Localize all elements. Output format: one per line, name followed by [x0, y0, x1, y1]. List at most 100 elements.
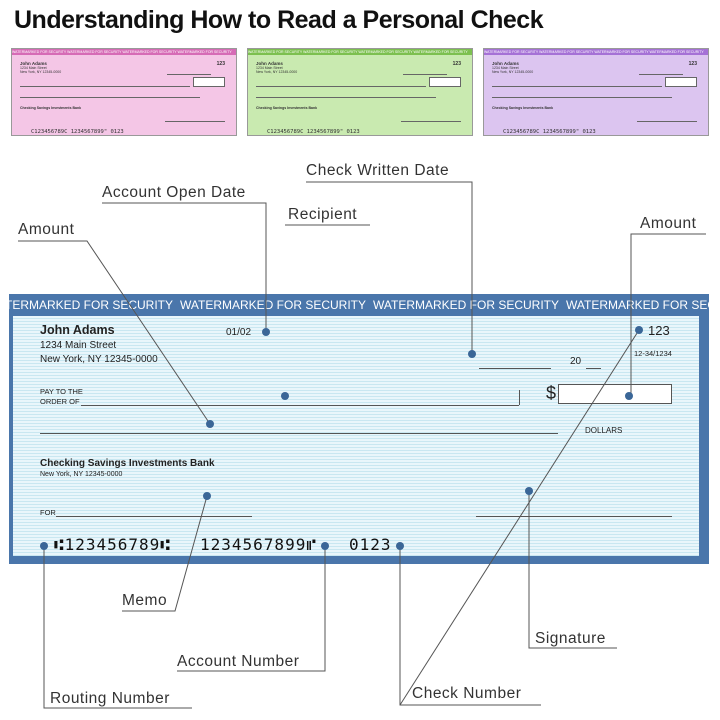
dot-memo — [203, 492, 211, 500]
mini-payee-line — [256, 86, 426, 87]
signature-line — [476, 516, 672, 517]
dot-check-micr — [396, 542, 404, 550]
main-check: WATERMARKED FOR SECURITY WATERMARKED FOR … — [9, 294, 709, 564]
routing-number-micr: ⑆123456789⑆ — [54, 535, 171, 554]
pay-to-label-1: PAY TO THE — [40, 387, 83, 396]
date-line-end — [586, 368, 601, 369]
mini-name: John Adams — [492, 61, 519, 66]
mini-bank: Checking Savings Investments Bank — [20, 106, 82, 110]
dot-amount-written — [206, 420, 214, 428]
dot-account — [321, 542, 329, 550]
mini-amount-box — [665, 77, 697, 87]
account-holder-name: John Adams — [40, 323, 115, 337]
label-recipient: Recipient — [288, 206, 358, 223]
dot-check-written-date — [468, 350, 476, 358]
bank-address: New York, NY 12345-0000 — [40, 471, 123, 478]
leader-check-number — [399, 546, 541, 706]
dollar-sign: $ — [546, 383, 557, 403]
check-number-micr: 0123 — [349, 535, 392, 554]
label-check-written-date: Check Written Date — [306, 162, 450, 179]
dot-signature — [525, 487, 533, 495]
amount-box — [558, 384, 672, 404]
mini-date-line — [167, 74, 211, 75]
mini-address-1: 1234 Main Street — [492, 66, 519, 70]
mini-address-2: New York, NY 12345-0000 — [256, 70, 298, 74]
dot-recipient — [281, 392, 289, 400]
label-signature: Signature — [535, 630, 606, 647]
leader-amount-numeric — [630, 233, 706, 396]
mini-dollar-line — [256, 97, 436, 98]
dollars-label: DOLLARS — [585, 426, 623, 435]
leader-account-number — [177, 546, 326, 672]
band-text: WATERMARKED FOR SECURITY — [180, 298, 367, 312]
mini-signature-line — [637, 121, 697, 122]
mini-dollar-line — [20, 97, 200, 98]
mini-payee-line — [20, 86, 190, 87]
mini-band: WATERMARKED FOR SECURITY WATERMARKED FOR… — [248, 49, 472, 55]
mini-payee-line — [492, 86, 662, 87]
mini-check: WATERMARKED FOR SECURITY WATERMARKED FOR… — [11, 48, 237, 136]
mini-name: John Adams — [20, 61, 47, 66]
page-title: Understanding How to Read a Personal Che… — [14, 6, 544, 34]
dot-check-number-top — [635, 326, 643, 334]
leader-amount-written — [18, 240, 211, 425]
mini-signature-line — [165, 121, 225, 122]
date-prefix: 20 — [570, 356, 582, 367]
date-line — [479, 368, 551, 369]
routing-fraction: 12-34/1234 — [634, 349, 672, 358]
mini-address-1: 1234 Main Street — [256, 66, 283, 70]
bank-name: Checking Savings Investments Bank — [40, 458, 215, 469]
label-check-number: Check Number — [412, 685, 522, 702]
mini-check-number: 123 — [452, 61, 461, 67]
mini-date-line — [403, 74, 447, 75]
account-number-micr: 1234567899⑈ — [200, 535, 317, 554]
account-holder-address-2: New York, NY 12345-0000 — [40, 354, 158, 365]
band-text: WATERMARKED FOR SECURITY — [373, 298, 560, 312]
mini-band: WATERMARKED FOR SECURITY WATERMARKED FOR… — [12, 49, 236, 55]
memo-line — [56, 516, 252, 517]
mini-date-line — [639, 74, 683, 75]
account-open-date: 01/02 — [226, 327, 252, 338]
mini-micr: C123456789C 1234567899" 0123 — [503, 129, 596, 135]
leader-check-written-date — [306, 181, 473, 354]
label-account-number: Account Number — [177, 653, 300, 670]
leader-routing-number — [43, 546, 192, 709]
label-amount-written: Amount — [18, 221, 75, 238]
mini-check: WATERMARKED FOR SECURITY WATERMARKED FOR… — [483, 48, 709, 136]
mini-band: WATERMARKED FOR SECURITY WATERMARKED FOR… — [484, 49, 708, 55]
dot-account-open-date — [262, 328, 270, 336]
leader-check-number-top — [399, 329, 640, 706]
check-number: 123 — [648, 323, 670, 338]
mini-address-2: New York, NY 12345-0000 — [20, 70, 62, 74]
mini-check: WATERMARKED FOR SECURITY WATERMARKED FOR… — [247, 48, 473, 136]
mini-dollar-line — [492, 97, 672, 98]
mini-check-number: 123 — [216, 61, 225, 67]
dot-amount-numeric — [625, 392, 633, 400]
band-text: WATERMARKED FOR SECURITY — [566, 298, 709, 312]
written-amount-line — [40, 433, 558, 434]
leader-signature — [528, 491, 617, 649]
label-account-open-date: Account Open Date — [102, 184, 246, 201]
leader-account-open-date — [102, 202, 267, 332]
account-holder-address-1: 1234 Main Street — [40, 340, 117, 351]
mini-signature-line — [401, 121, 461, 122]
mini-amount-box — [193, 77, 225, 87]
payee-line-end — [519, 390, 520, 405]
pay-to-label-2: ORDER OF — [40, 397, 80, 406]
label-routing-number: Routing Number — [50, 690, 170, 707]
label-amount-numeric: Amount — [640, 215, 697, 232]
label-memo: Memo — [122, 592, 168, 609]
payee-line — [81, 405, 519, 406]
dot-routing — [40, 542, 48, 550]
mini-amount-box — [429, 77, 461, 87]
mini-micr: C123456789C 1234567899" 0123 — [31, 129, 124, 135]
memo-label: FOR — [40, 508, 56, 517]
mini-bank: Checking Savings Investments Bank — [492, 106, 554, 110]
check-face: John Adams 1234 Main Street New York, NY… — [13, 316, 699, 556]
security-band: WATERMARKED FOR SECURITY WATERMARKED FOR … — [9, 294, 709, 316]
mini-micr: C123456789C 1234567899" 0123 — [267, 129, 360, 135]
